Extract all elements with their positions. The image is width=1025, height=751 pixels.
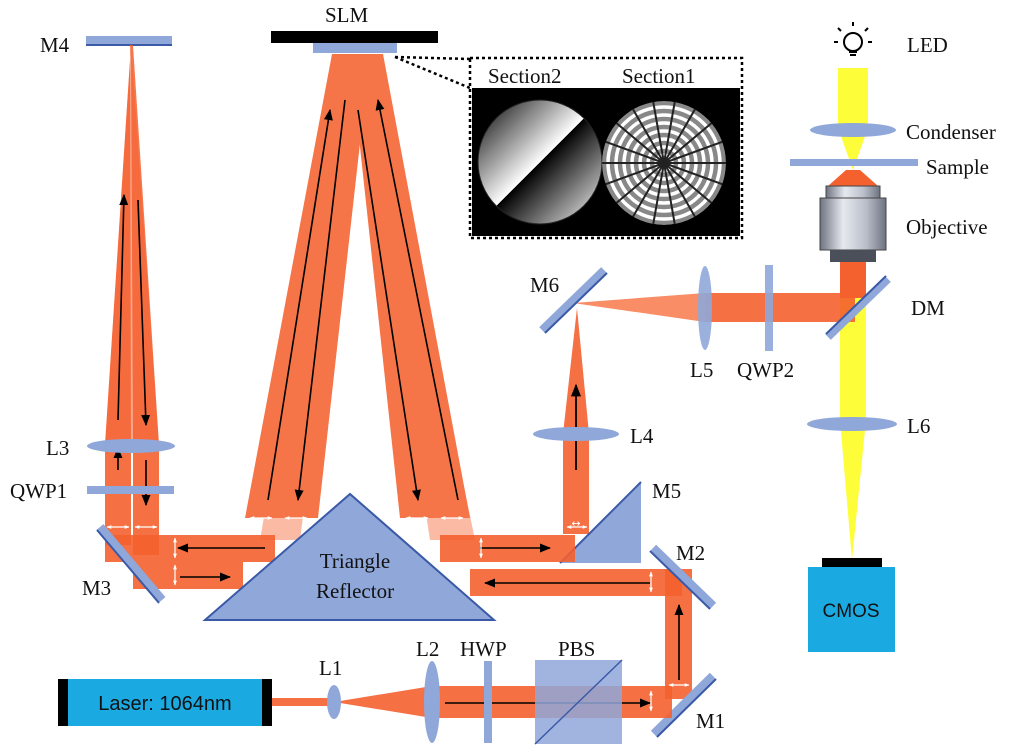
- led-illumination-path: [838, 68, 868, 560]
- objective-lens: [819, 170, 887, 262]
- slm-window: [313, 43, 397, 53]
- qwp2-label: QWP2: [737, 358, 794, 382]
- updown-marker-m5: ↔: [571, 517, 580, 530]
- l1-lens: [327, 685, 341, 719]
- qwp1-label: QWP1: [10, 479, 67, 503]
- beam-m4-l3-fan: [105, 45, 159, 445]
- polarization-markers: [106, 516, 690, 712]
- l4-lens: [533, 427, 619, 441]
- m1-mirror: [650, 672, 717, 738]
- m2-mirror: [649, 544, 717, 610]
- section1-spoke: [663, 162, 723, 186]
- section1-spoke: [615, 122, 665, 164]
- l5-label: L5: [690, 358, 713, 382]
- m3-mirror: [96, 524, 166, 604]
- cmos-sensor-bar: [822, 558, 882, 567]
- section1-spoke: [605, 162, 665, 186]
- horizontal-beam-arrows: [176, 543, 684, 680]
- condenser-label: Condenser: [906, 120, 996, 144]
- led-label: LED: [907, 33, 948, 57]
- beam-laser-l1: [272, 698, 334, 706]
- section1-spoke: [605, 140, 665, 164]
- beam-l5-dm: [705, 293, 855, 322]
- l3-lens: [87, 439, 175, 453]
- l4-label: L4: [630, 424, 654, 448]
- led-beam: [838, 68, 868, 170]
- triangle-reflector: [202, 492, 497, 621]
- laser-label: Laser: 1064nm: [98, 693, 231, 715]
- section1-spoke: [663, 140, 723, 164]
- beam-l1-l2: [334, 686, 432, 718]
- triangle-label-line1: Triangle: [320, 549, 390, 573]
- m5-label: M5: [652, 479, 681, 503]
- section1-spoke: [663, 162, 696, 218]
- section2-phase-mask: [477, 99, 603, 225]
- arrow-right-down: [137, 199, 151, 427]
- l3-label: L3: [46, 436, 69, 460]
- l6-label: L6: [907, 414, 930, 438]
- section2-label: Section2: [488, 64, 562, 88]
- l6-lens: [807, 417, 897, 431]
- section1-spoke: [663, 108, 696, 164]
- l5-lens: [698, 266, 712, 350]
- section1-spoke: [615, 162, 665, 204]
- sample-label: Sample: [926, 155, 989, 179]
- triangle-label-line2: Reflector: [316, 579, 394, 603]
- dm-label: DM: [911, 296, 945, 320]
- hwp-label: HWP: [460, 637, 507, 661]
- led-icon: [834, 22, 872, 56]
- m3-label: M3: [82, 576, 111, 600]
- condenser-lens: [810, 123, 896, 137]
- section1-spoke: [652, 101, 665, 164]
- m2-label: M2: [676, 541, 705, 565]
- slm-panel: [271, 31, 438, 43]
- m4-mirror: [86, 36, 172, 45]
- beam-m6-l5: [573, 293, 705, 322]
- l1-label: L1: [319, 656, 342, 680]
- qwp2-plate: [765, 265, 773, 351]
- imaging-beam-yellow: [840, 262, 866, 560]
- section1-spoke: [632, 162, 665, 218]
- sample-slide: [790, 159, 918, 166]
- pbs-cube: [534, 659, 623, 745]
- slm-label: SLM: [325, 3, 369, 27]
- laser-source: [58, 679, 272, 726]
- cmos-label: CMOS: [823, 601, 880, 622]
- arrow-left-up-top: [117, 193, 129, 421]
- l2-lens: [424, 661, 440, 743]
- m4-label: M4: [40, 33, 70, 57]
- section1-label: Section1: [622, 64, 696, 88]
- section1-spoke: [652, 162, 665, 225]
- qwp1-plate: [87, 486, 174, 494]
- m6-mirror: [539, 267, 608, 334]
- section1-phase-mask: [602, 101, 726, 225]
- beam-l4-m6: [563, 308, 589, 434]
- inset-leader-bottom: [394, 55, 471, 90]
- cmos-camera: [808, 567, 895, 652]
- section1-spoke: [663, 162, 676, 225]
- beam-objective-dm: [840, 262, 866, 298]
- slm-beam-arrows: [267, 98, 459, 502]
- m6-label: M6: [530, 273, 559, 297]
- section1-spoke: [663, 162, 713, 204]
- l2-label: L2: [416, 637, 439, 661]
- dm-mirror: [825, 275, 891, 340]
- hwp-plate: [484, 661, 492, 743]
- inset-leader-top: [394, 55, 471, 61]
- section1-spoke: [663, 101, 676, 164]
- objective-label: Objective: [906, 215, 988, 239]
- pbs-label: PBS: [558, 637, 595, 661]
- m1-label: M1: [696, 709, 725, 733]
- section1-spoke: [632, 108, 665, 164]
- section1-spoke: [663, 122, 713, 164]
